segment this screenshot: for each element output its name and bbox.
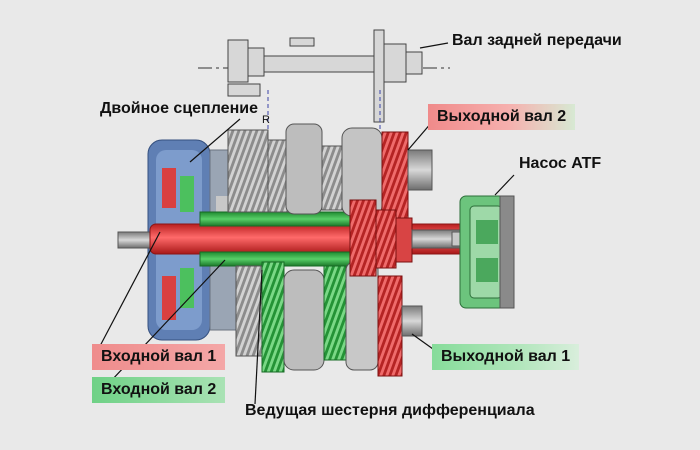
upper-gear-stack	[227, 123, 433, 225]
label-input-shaft-1: Входной вал 1	[92, 344, 226, 370]
label-reverse-shaft: Вал задней передачи	[452, 32, 622, 49]
differential-drive-gear-drawing	[349, 199, 473, 277]
leader-lines	[99, 42, 515, 405]
lower-gear-stack	[235, 261, 423, 377]
label-atf-pump: Насос ATF	[519, 155, 602, 172]
label-dual-clutch: Двойное сцепление	[100, 100, 258, 117]
reverse-shaft-drawing	[198, 29, 450, 130]
label-reverse-marker: R	[262, 114, 270, 126]
atf-pump-drawing	[451, 195, 515, 309]
label-differential-drive-gear: Ведущая шестерня дифференциала	[245, 402, 535, 419]
label-output-shaft-2: Выходной вал 2	[428, 104, 576, 130]
label-input-shaft-2: Входной вал 2	[92, 377, 226, 403]
label-output-shaft-1: Выходной вал 1	[432, 344, 580, 370]
